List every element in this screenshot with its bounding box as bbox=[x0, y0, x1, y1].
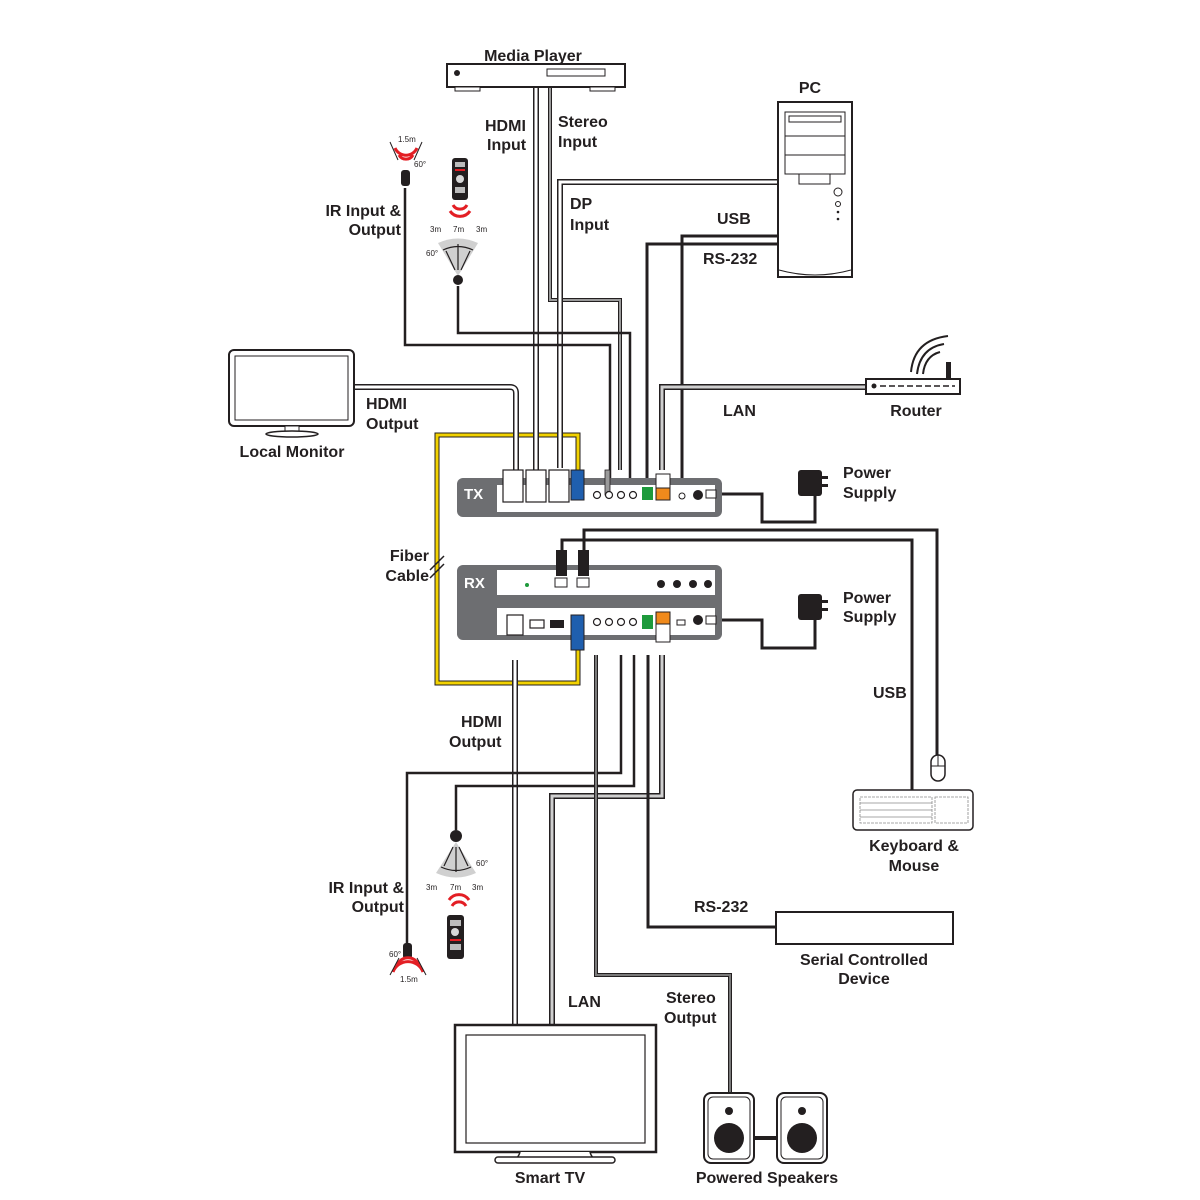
ir-top-label-2: Output bbox=[349, 222, 402, 239]
smart-tv bbox=[453, 1023, 658, 1164]
lan-bottom-label: LAN bbox=[568, 994, 601, 1011]
hdmi-output-top-label-2: Output bbox=[366, 416, 419, 433]
media-player bbox=[446, 63, 626, 92]
local-monitor-label: Local Monitor bbox=[240, 444, 345, 461]
local-monitor bbox=[228, 349, 355, 438]
ir-top-emitter-angle: 60° bbox=[414, 160, 426, 169]
fiber-cable-label-1: Fiber bbox=[390, 548, 429, 565]
serial-device-label-1: Serial Controlled bbox=[800, 952, 928, 969]
ir-top-receiver-angle: 60° bbox=[426, 249, 438, 258]
ir-bottom-receiver-angle: 60° bbox=[476, 859, 488, 868]
keyboard-mouse bbox=[852, 754, 974, 831]
usb-mouse-cable bbox=[582, 528, 939, 755]
power-supply-tx-label-2: Supply bbox=[843, 485, 896, 502]
rx-unit bbox=[457, 550, 722, 651]
ir-bottom-center-range: 7m bbox=[450, 883, 461, 892]
ir-bottom-emitter-angle: 60° bbox=[389, 950, 401, 959]
tx-unit-label: TX bbox=[464, 486, 483, 503]
stereo-input-label-1: Stereo bbox=[558, 114, 608, 131]
rs232-top-cable bbox=[645, 242, 778, 478]
power-rx-cable bbox=[715, 618, 817, 650]
serial-device-label-2: Device bbox=[838, 971, 890, 988]
tx-unit bbox=[457, 469, 722, 517]
ir-top-label-1: IR Input & bbox=[325, 203, 401, 220]
cables bbox=[354, 88, 939, 1094]
pc-tower bbox=[777, 101, 853, 278]
power-supply-rx-label-1: Power bbox=[843, 590, 891, 607]
lan-bottom-cable bbox=[549, 655, 665, 1025]
rs232-top-label: RS-232 bbox=[703, 251, 757, 268]
stereo-output-label-2: Output bbox=[664, 1010, 717, 1027]
lan-top-label: LAN bbox=[723, 403, 756, 420]
keyboard-mouse-label-2: Mouse bbox=[889, 858, 940, 875]
power-supply-tx-label-1: Power bbox=[843, 465, 891, 482]
serial-controlled-device bbox=[775, 911, 954, 945]
ir-top-left-range: 3m bbox=[430, 225, 441, 234]
rs232-bottom-label: RS-232 bbox=[694, 899, 748, 916]
hdmi-input-label-2: Input bbox=[487, 137, 527, 154]
hdmi-input-label-1: HDMI bbox=[485, 118, 526, 135]
hdmi-output-bottom-label-1: HDMI bbox=[461, 714, 502, 731]
smart-tv-label: Smart TV bbox=[515, 1170, 586, 1187]
ir-top-center-range: 7m bbox=[453, 225, 464, 234]
ir-bottom-receiver-cable bbox=[454, 655, 636, 830]
powered-speakers-label: Powered Speakers bbox=[696, 1170, 838, 1187]
hdmi-output-top-label-1: HDMI bbox=[366, 396, 407, 413]
power-supply-rx-label-2: Supply bbox=[843, 609, 896, 626]
ir-top-right-range: 3m bbox=[476, 225, 487, 234]
ir-top-receiver-cable bbox=[456, 286, 632, 478]
ir-receiver-bottom: 60° 3m 7m 3m bbox=[426, 830, 488, 892]
ir-bottom-right-range: 3m bbox=[472, 883, 483, 892]
ir-bottom-left-range: 3m bbox=[426, 883, 437, 892]
usb-bottom-label: USB bbox=[873, 685, 907, 702]
ir-bottom-label-1: IR Input & bbox=[328, 880, 404, 897]
ir-remote-bottom bbox=[447, 893, 471, 959]
ir-bottom-emitter-range: 1.5m bbox=[400, 975, 418, 984]
stereo-input-label-2: Input bbox=[558, 134, 598, 151]
power-tx-cable bbox=[715, 492, 817, 524]
power-supply-rx-icon bbox=[798, 594, 828, 620]
ir-top-emitter-range: 1.5m bbox=[398, 135, 416, 144]
router-label: Router bbox=[890, 403, 942, 420]
rs232-bottom-cable bbox=[646, 655, 776, 929]
ir-top-emitter-cable bbox=[403, 188, 612, 478]
rx-unit-label: RX bbox=[464, 575, 485, 592]
pc-label: PC bbox=[799, 80, 822, 97]
usb-top-cable bbox=[680, 234, 778, 478]
lan-top-cable bbox=[659, 384, 866, 470]
ir-bottom-emitter-cable bbox=[405, 655, 623, 945]
router bbox=[865, 335, 961, 395]
media-player-label: Media Player bbox=[484, 48, 582, 65]
ir-emitter-top: 1.5m 60° bbox=[389, 135, 426, 186]
keyboard-mouse-label-1: Keyboard & bbox=[869, 838, 959, 855]
ir-bottom-label-2: Output bbox=[352, 899, 405, 916]
powered-speakers bbox=[703, 1092, 828, 1164]
usb-top-label: USB bbox=[717, 211, 751, 228]
dp-input-label-1: DP bbox=[570, 196, 593, 213]
stereo-output-label-1: Stereo bbox=[666, 990, 716, 1007]
fiber-cable-label-2: Cable bbox=[385, 568, 429, 585]
ir-emitter-bottom: 60° 1.5m bbox=[389, 943, 427, 984]
power-supply-tx-icon bbox=[798, 470, 828, 496]
hdmi-output-bottom-label-2: Output bbox=[449, 734, 502, 751]
ir-remote-top: 3m 7m 3m 60° bbox=[426, 158, 487, 285]
dp-input-label-2: Input bbox=[570, 217, 610, 234]
